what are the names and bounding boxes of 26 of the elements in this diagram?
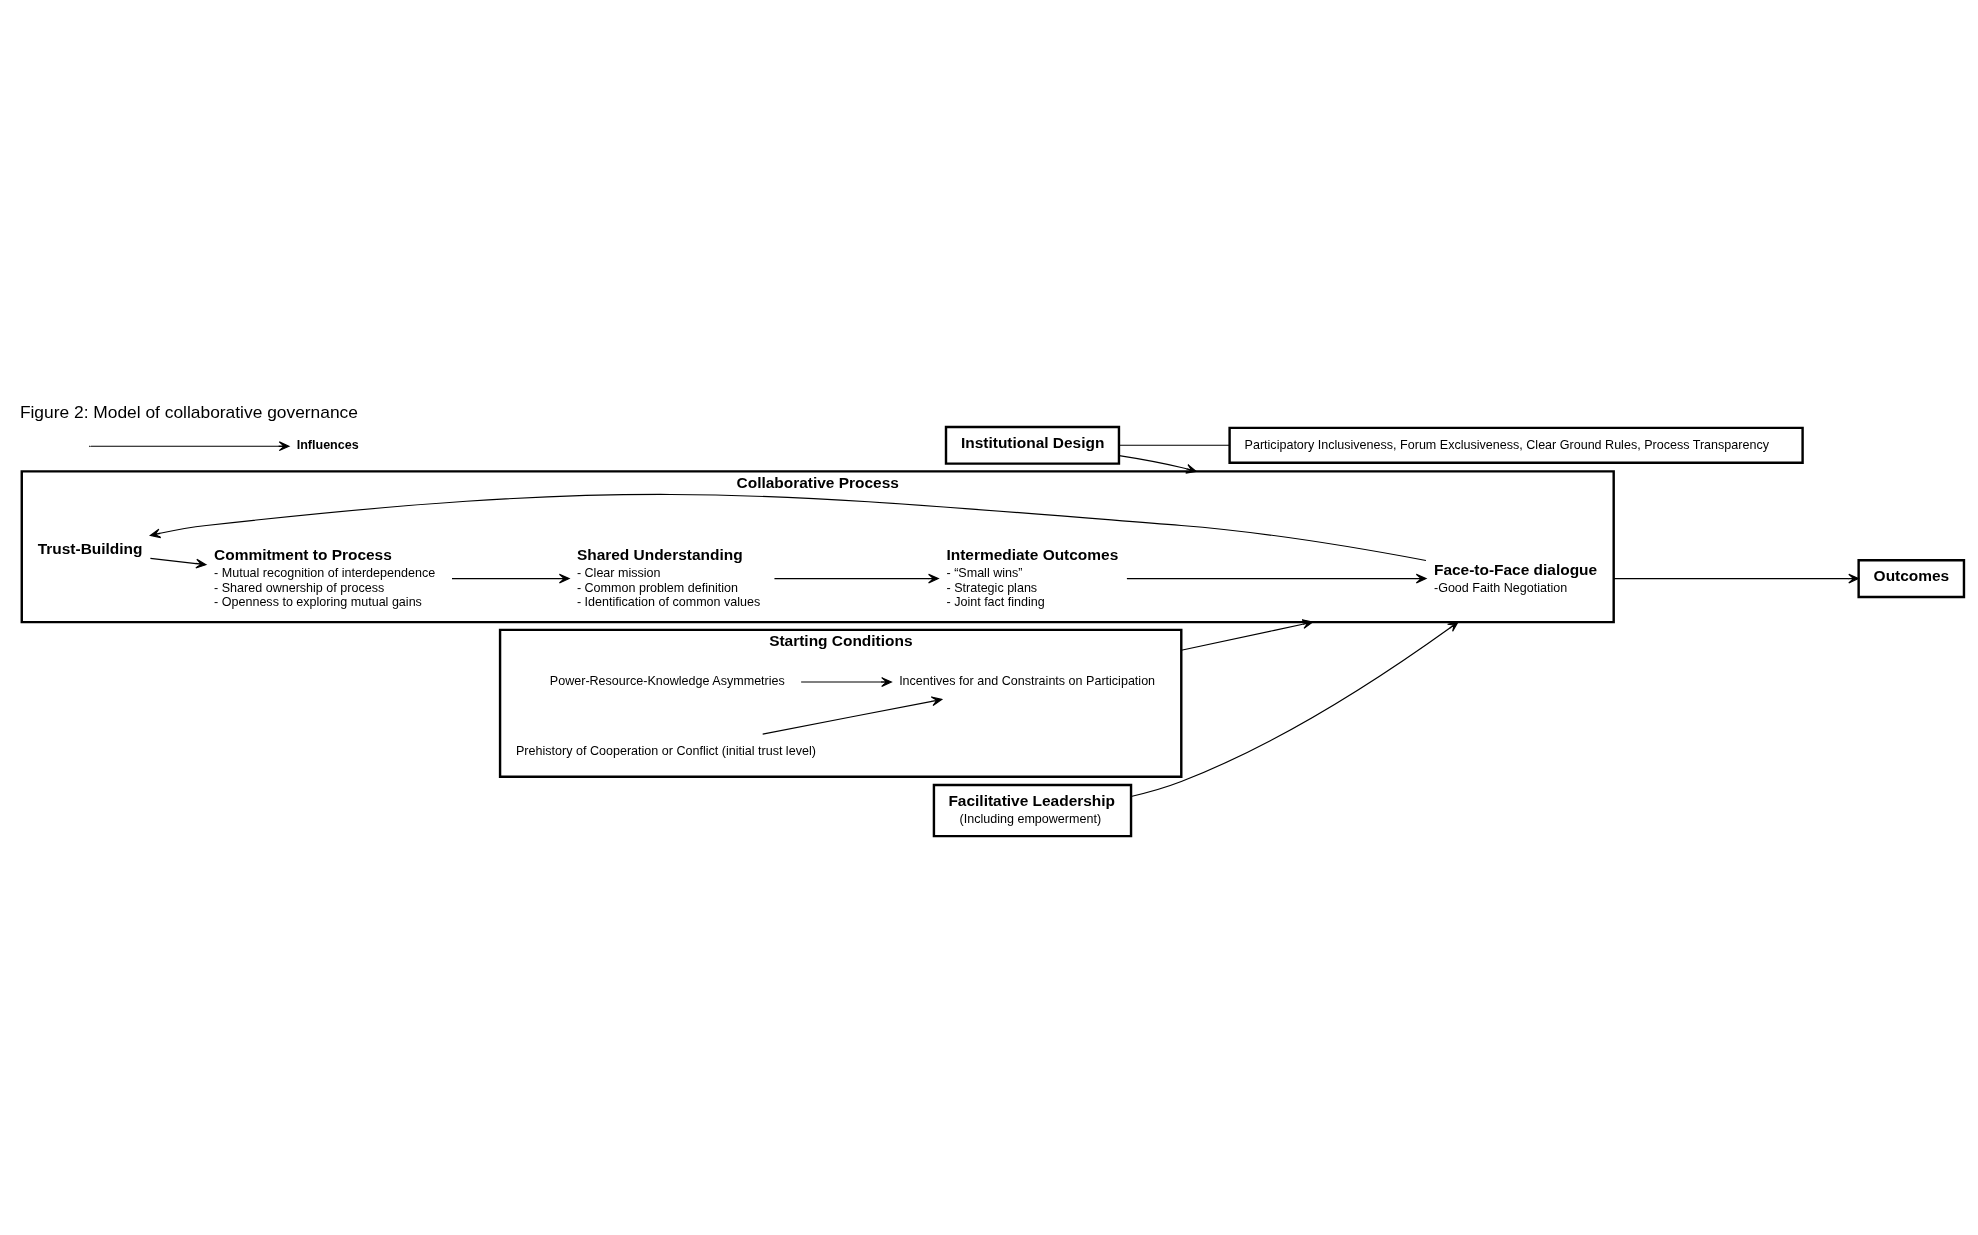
arrow: [762, 695, 943, 735]
node-box: Institutional Design: [944, 425, 1121, 465]
arrow: [773, 573, 939, 584]
arrow: [451, 573, 570, 584]
arrow: [1130, 621, 1459, 797]
node-text: Face-to-Face dialogue -Good Faith Negotiation: [1433, 560, 1598, 595]
arrow: [1613, 573, 1860, 584]
node-box: Participatory Inclusiveness, Forum Exclusiveness, Clear Ground Rules, Process Transparency: [1228, 426, 1804, 464]
node-text: Shared Understanding - Clear mission - Common problem definition - Identification of common values: [576, 545, 761, 609]
connector: [1118, 444, 1230, 446]
arrow: [149, 557, 207, 568]
node-text: Trust-Building: [37, 539, 143, 557]
node-text: Prehistory of Cooperation or Conflict (initial trust level): [516, 743, 816, 758]
arrow: [1180, 618, 1314, 651]
node-text: Intermediate Outcomes - “Small wins” - Strategic plans - Joint fact finding: [946, 545, 1119, 609]
node-box: Outcomes: [1857, 558, 1966, 598]
arrow: [1118, 454, 1197, 474]
node-box: Facilitative Leadership (Including empowerment): [932, 783, 1133, 837]
diagram-title: Figure 2: Model of collaborative governance: [19, 401, 358, 422]
arrow: [800, 676, 892, 687]
arrow: [1126, 573, 1427, 584]
arrow: [149, 493, 1427, 561]
legend-label: Influences: [296, 437, 359, 452]
node-text: Commitment to Process - Mutual recognition of interdependence - Shared ownership of process - Openness to exploring mutual gains: [214, 545, 436, 609]
node-text: Incentives for and Constraints on Participation: [899, 673, 1156, 688]
node-text: Power-Resource-Knowledge Asymmetries: [549, 673, 785, 688]
